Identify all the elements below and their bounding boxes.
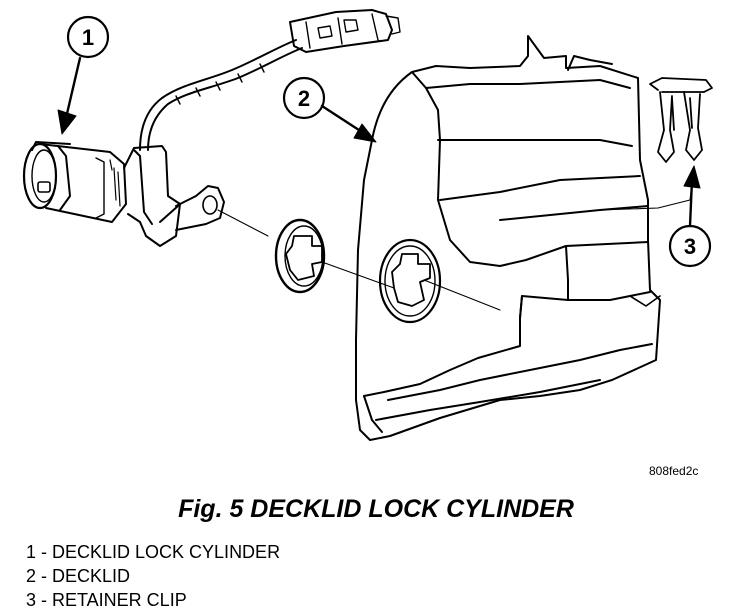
- callout-1: 1: [57, 15, 110, 135]
- figure-caption: Fig. 5 DECKLID LOCK CYLINDER: [178, 495, 574, 523]
- callout-2: 2: [282, 76, 377, 143]
- retainer-clip: [649, 77, 713, 163]
- exploded-view-drawing: 1 2 3: [22, 9, 713, 441]
- lock-cylinder: [22, 9, 401, 247]
- callout-3: 3: [668, 165, 712, 268]
- decklid-panel: [355, 35, 661, 441]
- grommet-ring: [274, 218, 326, 294]
- parts-legend: 1 - DECKLID LOCK CYLINDER 2 - DECKLID 3 …: [26, 540, 280, 612]
- legend-item: 1 - DECKLID LOCK CYLINDER: [26, 542, 281, 562]
- callout-3-label: 3: [684, 234, 696, 259]
- callout-2-label: 2: [298, 86, 310, 111]
- callout-1-label: 1: [82, 25, 94, 50]
- legend-item: 3 - RETAINER CLIP: [26, 590, 187, 610]
- figure-code: 808fed2c: [649, 464, 699, 478]
- legend-item: 2 - DECKLID: [26, 566, 131, 586]
